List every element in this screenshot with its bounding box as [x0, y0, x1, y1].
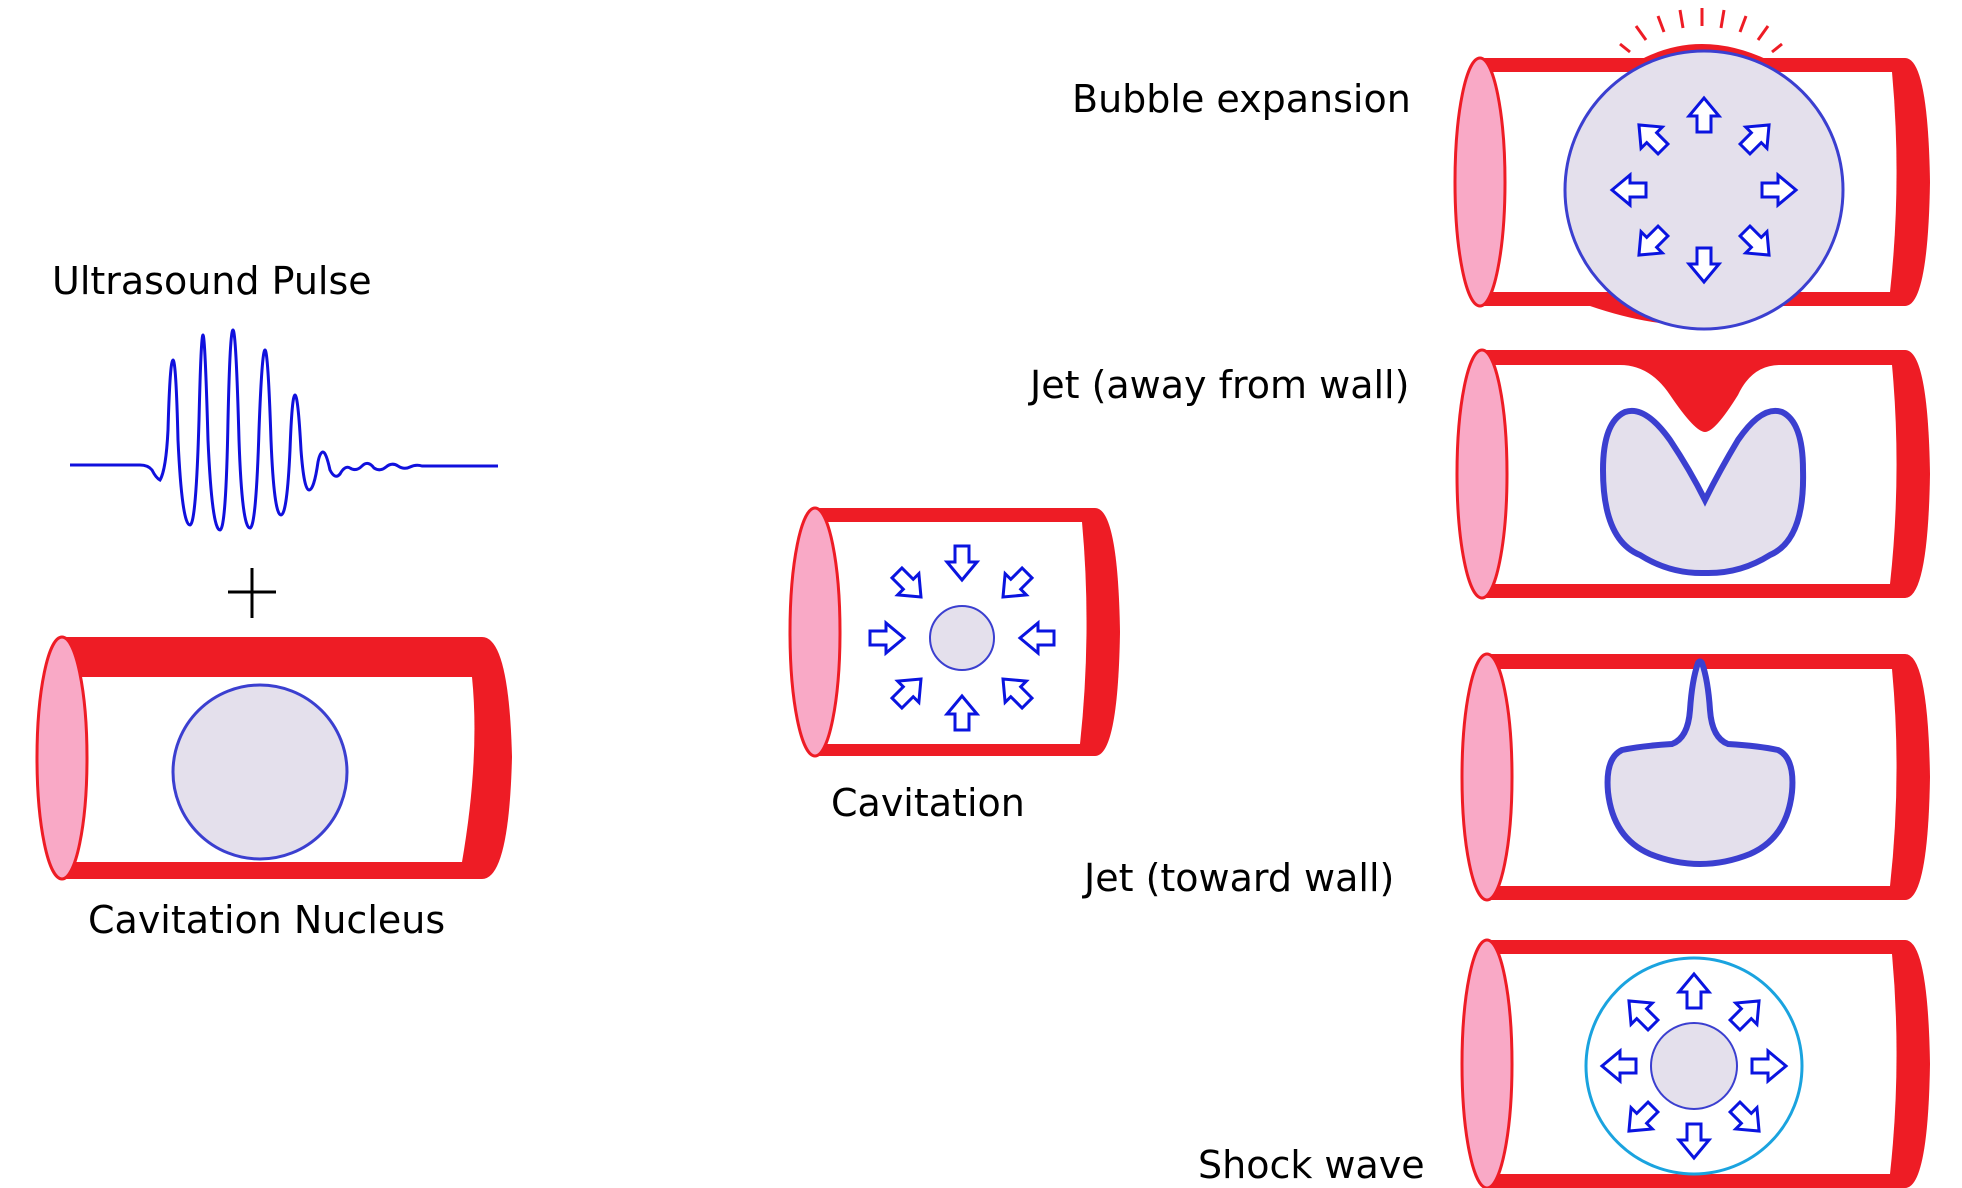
collapsing-bubble — [929, 605, 995, 671]
bubble-expansion-label: Bubble expansion — [1072, 77, 1411, 121]
ultrasound-pulse-label: Ultrasound Pulse — [52, 259, 372, 303]
cavitation-nucleus-label: Cavitation Nucleus — [88, 898, 446, 942]
shock-wave-bubble — [1650, 1022, 1738, 1110]
jet-toward-bubble — [1604, 658, 1796, 868]
expanded-bubble — [1563, 49, 1845, 331]
cavitation-label: Cavitation — [831, 781, 1025, 825]
shock-wave-label: Shock wave — [1198, 1143, 1425, 1187]
plus-sign — [228, 568, 276, 618]
jet-away-label: Jet (away from wall) — [1030, 363, 1410, 407]
ultrasound-waveform — [70, 328, 498, 532]
cavitation-nucleus-bubble — [171, 683, 349, 861]
jet-away-bubble — [1599, 407, 1807, 577]
wall-stress-marks — [1619, 8, 1783, 54]
jet-toward-label: Jet (toward wall) — [1084, 856, 1395, 900]
